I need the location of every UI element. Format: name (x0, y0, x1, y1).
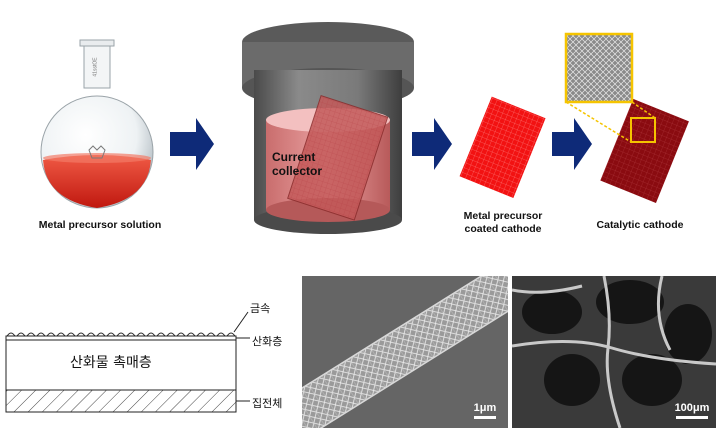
electrodeposition-vessel-icon (242, 22, 414, 234)
collector-label: 집전체 (252, 397, 283, 410)
flask-label: 41sstOE (92, 57, 99, 77)
process-arrow-3 (552, 118, 592, 170)
process-arrow-2 (412, 118, 452, 170)
current-collector-label: Current collector (272, 150, 323, 178)
process-arrow-1 (170, 118, 214, 170)
flask-caption: Metal precursor solution (38, 219, 162, 231)
zoom-sem-inset (564, 32, 634, 104)
scale-bar-1um: 1μm (470, 402, 500, 419)
zoom-region-box (630, 117, 656, 143)
coated-cathode-caption: Metal precursor coated cathode (463, 210, 543, 235)
catalyst-layer (5, 339, 237, 391)
catalytic-cathode-icon (600, 98, 689, 203)
process-diagram (40, 22, 689, 234)
round-bottom-flask-icon (40, 39, 154, 209)
coated-cathode-icon (459, 96, 546, 199)
catalytic-cathode-caption: Catalytic cathode (596, 219, 684, 231)
metal-label: 금속 (250, 302, 271, 315)
layer-schematic (5, 311, 250, 413)
scale-label-1um: 1μm (473, 402, 497, 414)
sem-image-fiber (302, 276, 508, 428)
sem-image-foam (512, 276, 716, 428)
scale-label-100um: 100μm (674, 402, 710, 414)
catalyst-layer-label: 산화물 촉매층 (70, 355, 152, 371)
scale-bar-100um: 100μm (670, 402, 714, 419)
oxide-layer-label: 산화층 (252, 335, 283, 348)
current-collector-layer (5, 389, 237, 413)
